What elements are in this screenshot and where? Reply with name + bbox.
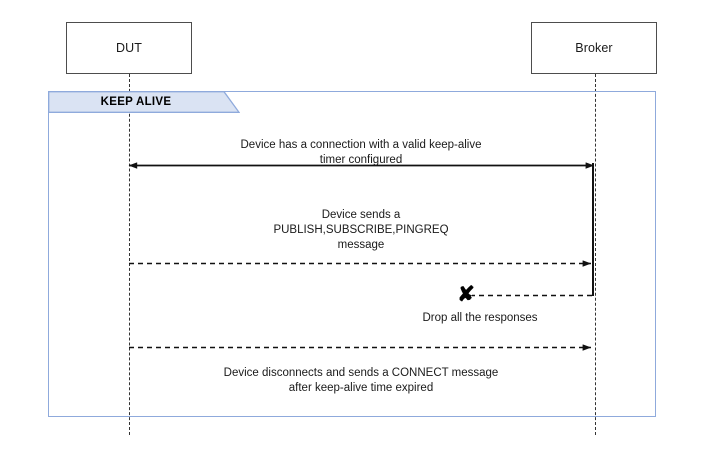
message-label-msg2: Device sends a PUBLISH,SUBSCRIBE,PINGREQ… xyxy=(273,209,449,251)
participant-box-dut[interactable]: DUT xyxy=(66,22,192,74)
combined-fragment-keep-alive xyxy=(48,91,656,417)
message-label-msg4: Device disconnects and sends a CONNECT m… xyxy=(223,367,499,394)
participant-label-dut: DUT xyxy=(116,41,142,55)
fragment-tab-shape xyxy=(48,91,240,113)
message-label-msg1: Device has a connection with a valid kee… xyxy=(240,139,482,166)
participant-box-broker[interactable]: Broker xyxy=(531,22,657,74)
activation-bar-broker xyxy=(592,163,595,296)
fragment-label-text: KEEP ALIVE xyxy=(100,96,172,108)
participant-label-broker: Broker xyxy=(575,41,613,55)
drop-x-icon: ✘ xyxy=(457,282,475,306)
lifeline-dut xyxy=(128,74,130,435)
fragment-label-tab: KEEP ALIVE xyxy=(48,91,240,113)
message-label-msg3: Drop all the responses xyxy=(422,312,538,324)
lifeline-broker xyxy=(594,74,596,435)
